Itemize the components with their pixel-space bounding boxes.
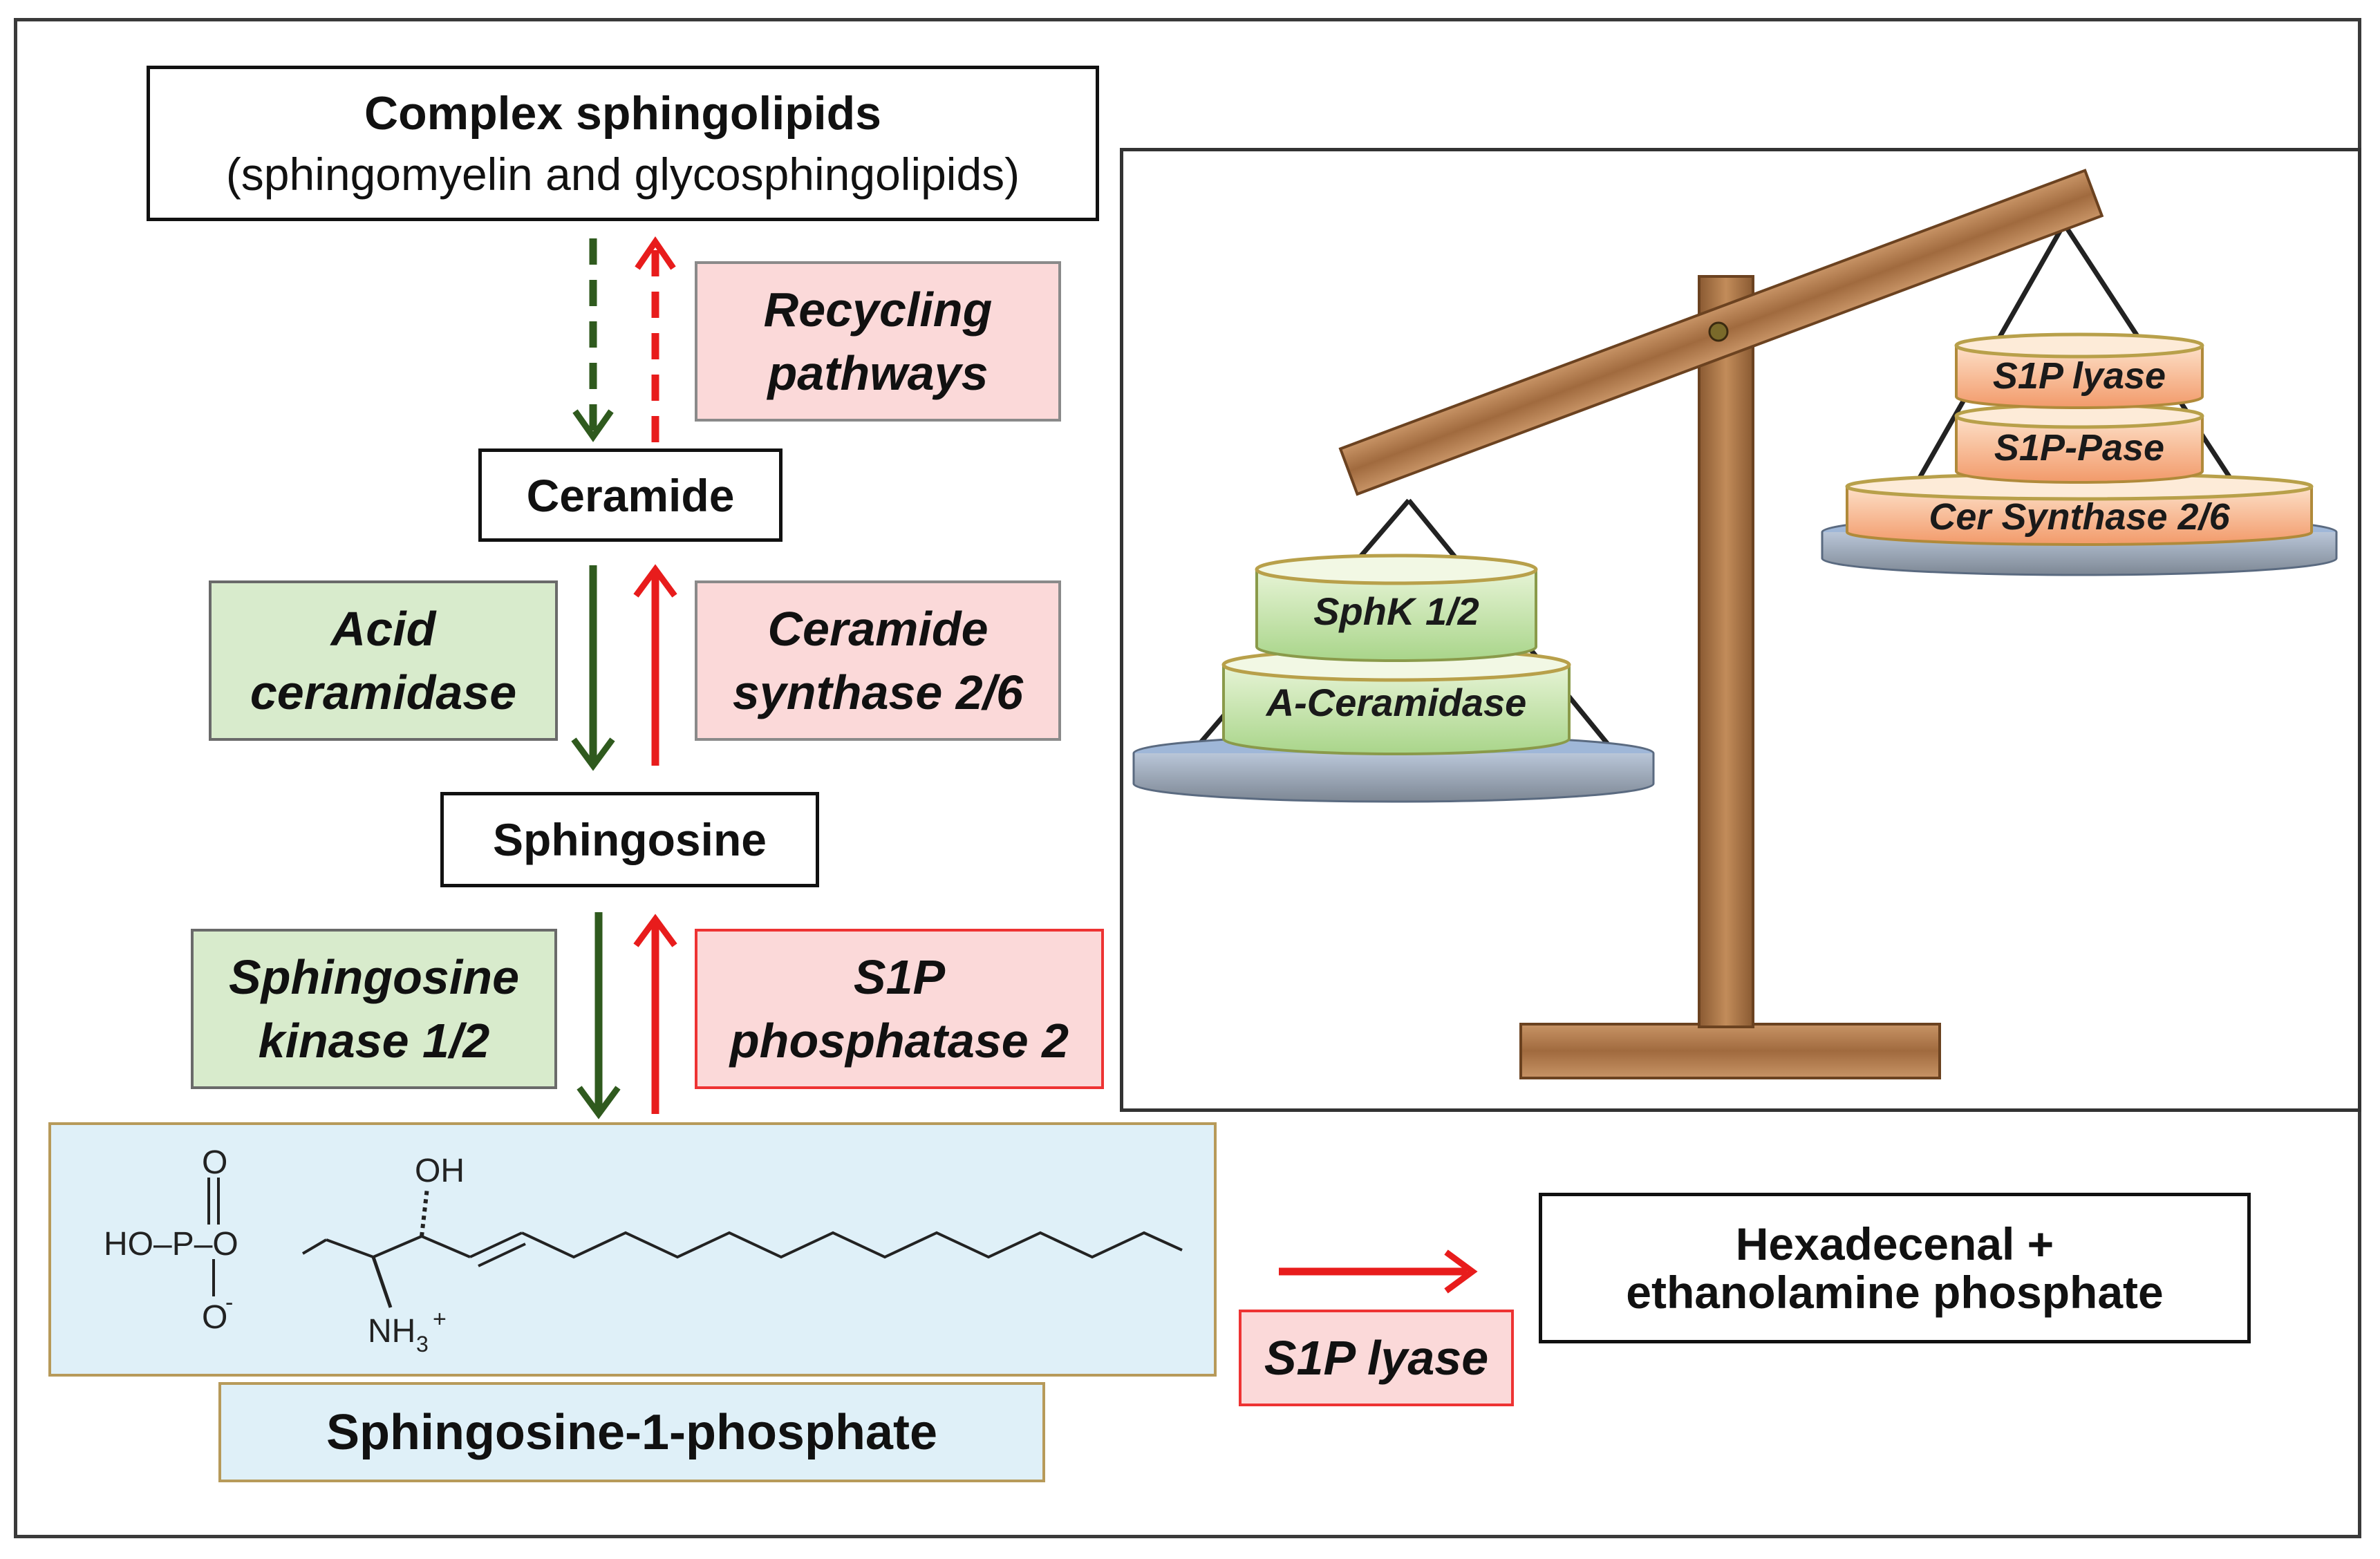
right-weight-s1p-lyase (1954, 332, 2204, 409)
s1p-phosphatase-line1: S1P (853, 950, 946, 1004)
sphingosine-kinase-line1: Sphingosine (229, 950, 519, 1004)
scale-base (1519, 1023, 1941, 1079)
structure-oh: OH (415, 1153, 465, 1189)
right-weight-label-2: Cer Synthase 2/6 (1929, 496, 2230, 538)
s1p-structure: O HO–P–O O - OH NH 3 + (104, 1144, 1183, 1357)
s1p-lyase-box: S1P lyase (1239, 1310, 1514, 1406)
ceramide-synthase-line1: Ceramide (767, 602, 988, 656)
recycling-line2: pathways (767, 346, 988, 400)
left-weight-label-1: A-Ceramidase (1265, 681, 1527, 724)
structure-ho-p-o: HO–P–O (104, 1226, 238, 1263)
complex-sphingolipids-box: Complex sphingolipids (sphingomyelin and… (147, 66, 1099, 221)
sphingosine-kinase-line2: kinase 1/2 (258, 1014, 490, 1068)
structure-plus: + (433, 1306, 447, 1332)
scale-pivot (1708, 321, 1729, 342)
right-weight-s1p-pase (1954, 403, 2204, 484)
structure-sub3: 3 (416, 1332, 429, 1357)
sphingosine-label: Sphingosine (493, 814, 767, 865)
products-box: Hexadecenal + ethanolamine phosphate (1539, 1193, 2251, 1343)
complex-subtitle: (sphingomyelin and glycosphingolipids) (225, 148, 1020, 200)
recycling-pathways-box: Recycling pathways (695, 261, 1061, 422)
sphingosine-box: Sphingosine (440, 792, 819, 887)
acid-ceramidase-box: Acid ceramidase (209, 580, 558, 741)
structure-minus: - (225, 1289, 233, 1316)
structure-o-top: O (202, 1144, 227, 1181)
right-weight-label-0: S1P lyase (1993, 355, 2166, 397)
s1p-structure-box (48, 1122, 1217, 1377)
s1p-label: Sphingosine-1-phosphate (326, 1404, 937, 1460)
ceramide-label: Ceramide (526, 469, 735, 521)
recycling-line1: Recycling (763, 283, 993, 337)
left-weight-label-0: SphK 1/2 (1313, 589, 1479, 633)
acid-ceramidase-line2: ceramidase (250, 665, 517, 719)
right-weight-cer-synthase (1845, 472, 2314, 546)
s1p-label-box: Sphingosine-1-phosphate (218, 1382, 1045, 1482)
acid-ceramidase-line1: Acid (330, 602, 436, 656)
left-weight-sphk (1255, 554, 1538, 662)
s1p-lyase-label: S1P lyase (1264, 1331, 1489, 1385)
structure-nh3: NH (368, 1313, 415, 1350)
products-line1: Hexadecenal + (1735, 1218, 2054, 1269)
balance-scale: SphK 1/2 A-Ceramidase S1P lyase S1P-Pase… (1132, 169, 2338, 1079)
right-weight-label-1: S1P-Pase (1994, 427, 2164, 469)
sphingosine-kinase-box: Sphingosine kinase 1/2 (191, 929, 557, 1089)
complex-title: Complex sphingolipids (364, 86, 882, 140)
structure-o-minus: O (202, 1299, 227, 1336)
products-line2: ethanolamine phosphate (1626, 1267, 2164, 1318)
ceramide-box: Ceramide (478, 448, 783, 542)
ceramide-synthase-line2: synthase 2/6 (732, 665, 1024, 719)
ceramide-synthase-box: Ceramide synthase 2/6 (695, 580, 1061, 741)
scale-post (1698, 275, 1754, 1028)
s1p-phosphatase-line2: phosphatase 2 (729, 1014, 1069, 1068)
s1p-phosphatase-box: S1P phosphatase 2 (695, 929, 1104, 1089)
